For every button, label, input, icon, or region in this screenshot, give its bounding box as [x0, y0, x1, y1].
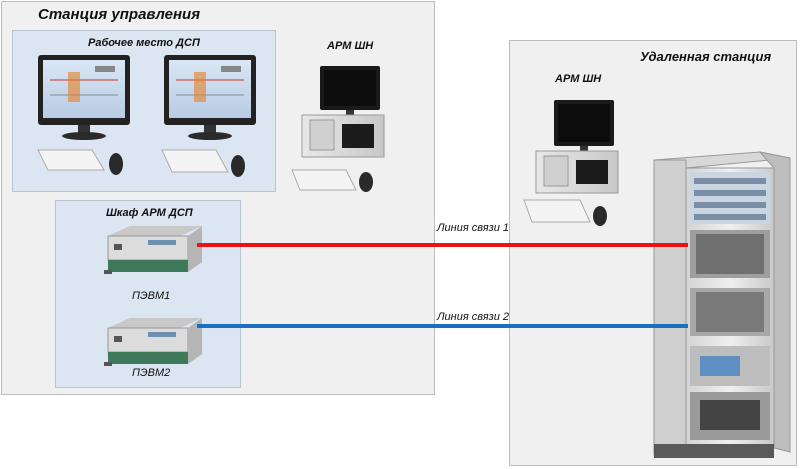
- dsp-keyboard-1: [37, 149, 123, 175]
- arm-shn-workstation: [291, 66, 385, 192]
- link-2-label: Линия связи 2: [437, 311, 510, 323]
- pevm1-label: ПЭВМ1: [132, 290, 171, 302]
- remote-arm-shn-workstation: [523, 100, 619, 226]
- dsp-monitor-1: [38, 55, 130, 140]
- pevm1-unit: [104, 226, 202, 274]
- dsp-keyboard-2: [161, 149, 245, 177]
- remote-rack-cabinet: [653, 151, 791, 458]
- control-station-title: Станция управления: [38, 6, 201, 23]
- cabinet-title: Шкаф АРМ ДСП: [106, 207, 193, 219]
- remote-station-title: Удаленная станция: [640, 49, 772, 64]
- arm-shn-title: АРМ ШН: [327, 40, 374, 52]
- remote-arm-shn-title: АРМ ШН: [555, 73, 602, 85]
- dsp-monitor-2: [164, 55, 256, 140]
- link-1-label: Линия связи 1: [437, 222, 510, 234]
- pevm2-label: ПЭВМ2: [132, 367, 171, 379]
- pevm2-unit: [104, 318, 202, 366]
- dsp-workplace-title: Рабочее место ДСП: [88, 37, 200, 49]
